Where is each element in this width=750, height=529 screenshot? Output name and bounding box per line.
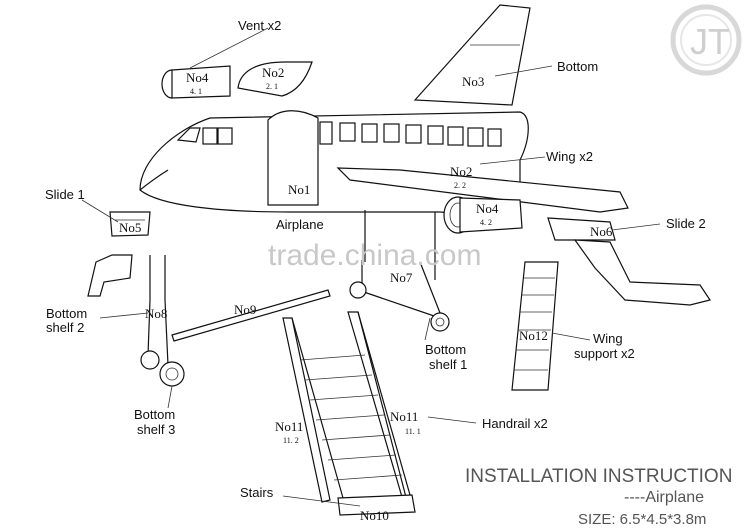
label-bottom-shelf-1-line1: Bottom	[425, 342, 466, 357]
label-bottom-shelf-1-line2: shelf 1	[429, 357, 467, 372]
label-wing: Wing x2	[546, 149, 593, 164]
label-stairs: Stairs	[240, 485, 274, 500]
footer: INSTALLATION INSTRUCTION ----Airplane SI…	[465, 466, 732, 528]
leader-lines	[81, 27, 661, 507]
logo-text: JT	[690, 21, 730, 62]
label-wing-support-line2: support x2	[574, 346, 635, 361]
footer-subtitle: ----Airplane	[624, 489, 704, 506]
watermark: trade.china.com	[268, 239, 481, 272]
part-no11-left-sub: 11. 2	[283, 436, 299, 445]
label-bottom-shelf-2-line2: shelf 2	[46, 320, 84, 335]
label-bottom-shelf-3-line2: shelf 3	[137, 422, 175, 437]
part-no2-top: No2	[262, 65, 284, 80]
airplane-body	[139, 4, 629, 234]
part-no12: No12	[519, 328, 548, 343]
bottom-shelf-2-part	[140, 255, 185, 387]
label-slide-2: Slide 2	[666, 216, 706, 231]
part-no1: No1	[288, 182, 310, 197]
slide-1-part	[87, 211, 151, 297]
part-numbers: No2 2. 1 No4 4. 1 No3 No1 No2 2. 2 No4 4…	[119, 65, 613, 523]
part-no10: No10	[360, 508, 389, 523]
part-no11-right-sub: 11. 1	[405, 427, 421, 436]
part-no5: No5	[119, 220, 141, 235]
brand-logo: JT	[670, 4, 742, 76]
part-no8: No8	[145, 306, 167, 321]
bottom-shelf-3-part	[171, 289, 331, 342]
bottom-shelf-1-part	[349, 210, 450, 332]
label-handrail: Handrail x2	[482, 416, 548, 431]
part-no2-top-sub: 2. 1	[266, 82, 278, 91]
slide-2-part	[547, 217, 711, 306]
footer-size: SIZE: 6.5*4.5*3.8m	[578, 511, 706, 528]
wing-support-part	[511, 261, 559, 391]
callout-labels: Vent x2 Bottom Wing x2 Slide 1 Slide 2 A…	[45, 18, 706, 500]
vent-part	[161, 61, 313, 99]
label-bottom: Bottom	[557, 59, 598, 74]
part-no3: No3	[462, 74, 484, 89]
part-no11-right: No11	[390, 409, 418, 424]
part-no4-top-sub: 4. 1	[190, 87, 202, 96]
label-wing-support-line1: Wing	[593, 331, 623, 346]
label-bottom-shelf-2-line1: Bottom	[46, 306, 87, 321]
part-no4-wing-sub: 4. 2	[480, 218, 492, 227]
part-no6: No6	[590, 224, 613, 239]
part-no2-wing-sub: 2. 2	[454, 181, 466, 190]
part-no11-left: No11	[275, 419, 303, 434]
part-no9: No9	[234, 302, 256, 317]
part-no4-wing: No4	[476, 201, 499, 216]
stairs-part	[282, 311, 416, 516]
footer-title: INSTALLATION INSTRUCTION	[465, 466, 732, 487]
part-no7: No7	[390, 270, 413, 285]
label-airplane: Airplane	[276, 217, 324, 232]
part-no2-wing: No2	[450, 164, 472, 179]
part-no4-top: No4	[186, 70, 209, 85]
label-bottom-shelf-3-line1: Bottom	[134, 407, 175, 422]
label-slide-1: Slide 1	[45, 187, 85, 202]
label-vent: Vent x2	[238, 18, 281, 33]
